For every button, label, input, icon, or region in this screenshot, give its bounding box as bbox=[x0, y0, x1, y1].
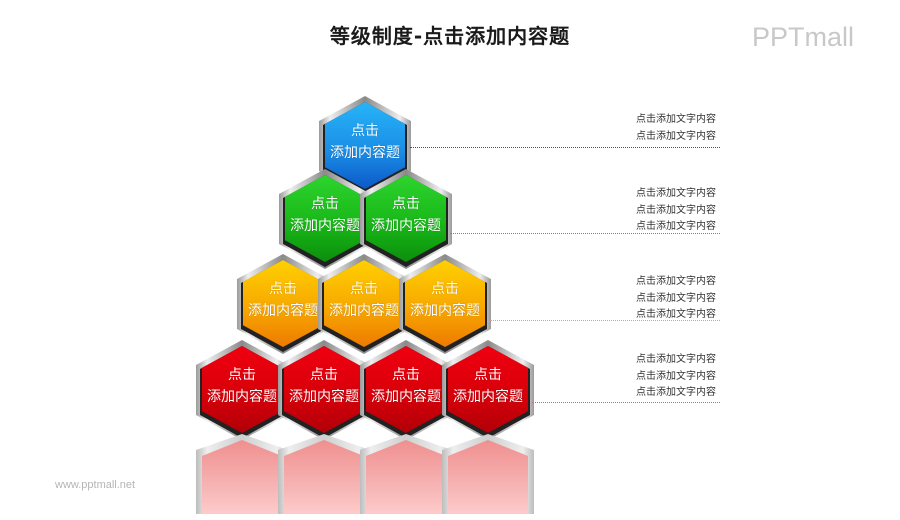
hex-label-content[interactable]: 添加内容题 bbox=[248, 303, 318, 319]
hex-label-content[interactable]: 添加内容题 bbox=[330, 145, 400, 161]
hex-label-title[interactable]: 点击 bbox=[269, 281, 297, 297]
note-text[interactable]: 点击添加文字内容 bbox=[636, 387, 716, 398]
notes-level-2: 点击添加文字内容 点击添加文字内容 点击添加文字内容 bbox=[636, 186, 716, 236]
hex-level-1-1[interactable]: 点击 添加内容题 bbox=[319, 96, 411, 196]
hex-fill bbox=[366, 346, 446, 433]
hex-level-2-1[interactable]: 点击 添加内容题 bbox=[279, 169, 371, 269]
hex-label-title[interactable]: 点击 bbox=[228, 367, 256, 383]
hex-label-title[interactable]: 点击 bbox=[431, 281, 459, 297]
hex-label-title[interactable]: 点击 bbox=[311, 196, 339, 212]
hex-label-title[interactable]: 点击 bbox=[392, 196, 420, 212]
hex-level-4-2[interactable]: 点击 添加内容题 bbox=[278, 340, 370, 440]
note-text[interactable]: 点击添加文字内容 bbox=[636, 188, 716, 199]
hex-label-content[interactable]: 添加内容题 bbox=[371, 218, 441, 234]
notes-level-3: 点击添加文字内容 点击添加文字内容 点击添加文字内容 bbox=[636, 274, 716, 324]
hex-level-2-2[interactable]: 点击 添加内容题 bbox=[360, 169, 452, 269]
hex-label-content[interactable]: 添加内容题 bbox=[290, 218, 360, 234]
hex-level-3-1[interactable]: 点击 添加内容题 bbox=[237, 254, 329, 354]
connector-line-level-3 bbox=[490, 320, 720, 321]
hex-label-content[interactable]: 添加内容题 bbox=[289, 389, 359, 405]
hex-label-content[interactable]: 添加内容题 bbox=[410, 303, 480, 319]
note-text[interactable]: 点击添加文字内容 bbox=[636, 309, 716, 320]
note-text[interactable]: 点击添加文字内容 bbox=[636, 292, 716, 304]
hex-label-title[interactable]: 点击 bbox=[350, 281, 378, 297]
hex-level-4-3[interactable]: 点击 添加内容题 bbox=[360, 340, 452, 440]
page-title: 等级制度-点击添加内容题 bbox=[329, 24, 571, 48]
site-url: www.pptmall.net bbox=[55, 479, 136, 491]
hex-level-4-4[interactable]: 点击 添加内容题 bbox=[442, 340, 534, 440]
hex-fill bbox=[284, 346, 364, 433]
hex-label-content[interactable]: 添加内容题 bbox=[329, 303, 399, 319]
hex-fill bbox=[324, 260, 404, 347]
hex-label-content[interactable]: 添加内容题 bbox=[453, 389, 523, 405]
hex-fill bbox=[243, 260, 323, 347]
hex-fill bbox=[366, 175, 446, 262]
hex-level-4-1[interactable]: 点击 添加内容题 bbox=[196, 340, 288, 440]
hex-reflection bbox=[442, 434, 534, 514]
connector-line-level-1 bbox=[410, 147, 720, 148]
note-text[interactable]: 点击添加文字内容 bbox=[636, 114, 716, 125]
hex-reflection bbox=[196, 434, 288, 514]
connector-line-level-4 bbox=[532, 402, 720, 403]
hex-level-3-3[interactable]: 点击 添加内容题 bbox=[399, 254, 491, 354]
note-text[interactable]: 点击添加文字内容 bbox=[636, 370, 716, 382]
hex-fill bbox=[285, 175, 365, 262]
hex-label-title[interactable]: 点击 bbox=[392, 367, 420, 383]
hex-reflection bbox=[360, 434, 452, 514]
note-text[interactable]: 点击添加文字内容 bbox=[636, 276, 716, 287]
notes-level-4: 点击添加文字内容 点击添加文字内容 点击添加文字内容 bbox=[636, 352, 716, 402]
notes-level-1: 点击添加文字内容 点击添加文字内容 bbox=[636, 112, 716, 145]
hex-label-title[interactable]: 点击 bbox=[474, 367, 502, 383]
hex-label-title[interactable]: 点击 bbox=[351, 123, 379, 139]
note-text[interactable]: 点击添加文字内容 bbox=[636, 221, 716, 232]
hex-fill bbox=[405, 260, 485, 347]
hex-label-content[interactable]: 添加内容题 bbox=[371, 389, 441, 405]
hex-fill bbox=[325, 102, 405, 189]
hex-level-3-2[interactable]: 点击 添加内容题 bbox=[318, 254, 410, 354]
connector-line-level-2 bbox=[450, 233, 720, 234]
hex-label-title[interactable]: 点击 bbox=[310, 367, 338, 383]
note-text[interactable]: 点击添加文字内容 bbox=[636, 354, 716, 365]
hex-label-content[interactable]: 添加内容题 bbox=[207, 389, 277, 405]
note-text[interactable]: 点击添加文字内容 bbox=[636, 204, 716, 216]
hex-reflection bbox=[278, 434, 370, 514]
pptmall-logo: PPTmall bbox=[752, 22, 855, 52]
note-text[interactable]: 点击添加文字内容 bbox=[636, 130, 716, 142]
